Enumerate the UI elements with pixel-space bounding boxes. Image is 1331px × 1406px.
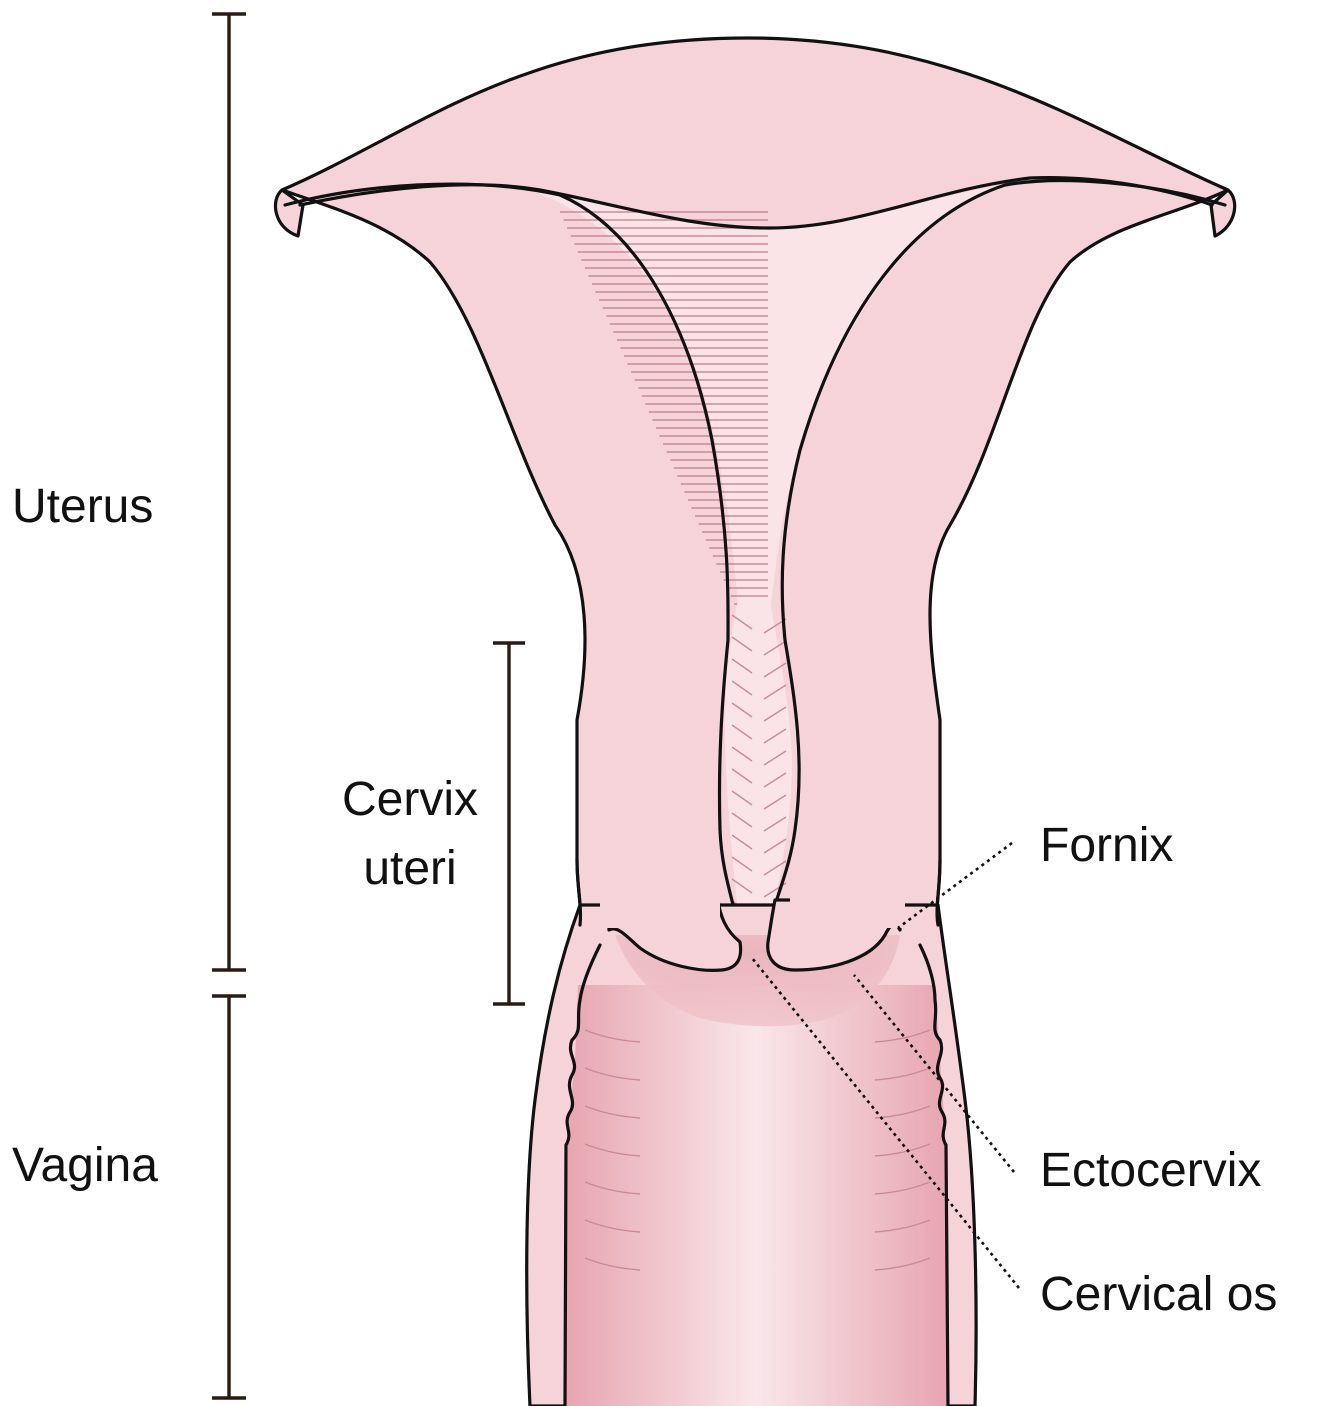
vagina-label: Vagina <box>12 1139 158 1192</box>
cervix-bracket <box>493 643 525 1004</box>
cervix-label-line1: Cervix <box>342 773 478 826</box>
uterus-label: Uterus <box>12 480 153 533</box>
fornix-label: Fornix <box>1040 819 1173 872</box>
ectocervix-label: Ectocervix <box>1040 1144 1261 1197</box>
vagina-lumen <box>565 985 948 1406</box>
cervical-os-label: Cervical os <box>1040 1268 1277 1321</box>
vagina-bracket <box>212 996 246 1398</box>
cervix-label-line2: uteri <box>363 842 456 895</box>
uterus-bracket <box>212 14 246 970</box>
